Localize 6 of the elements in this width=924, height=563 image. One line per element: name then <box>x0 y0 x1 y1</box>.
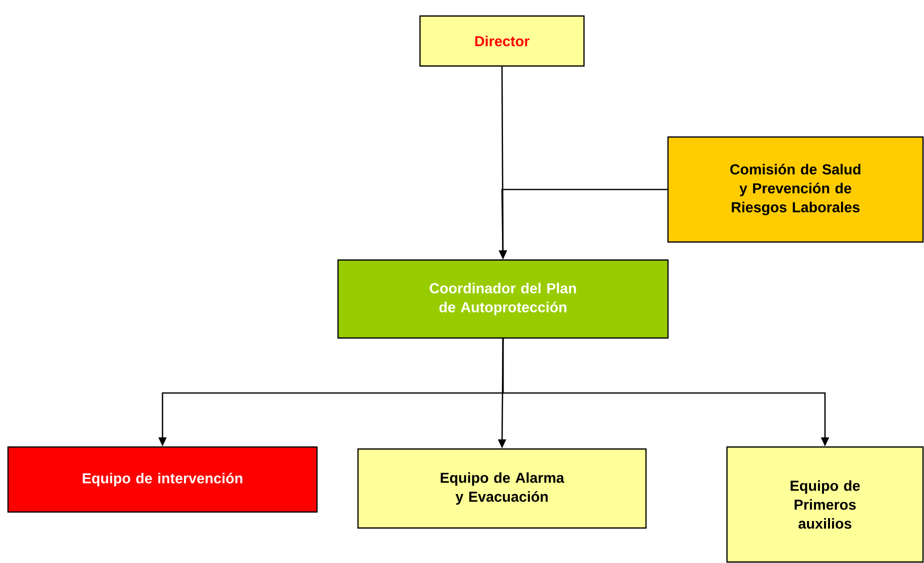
coordinator-box: Coordinador del Plan de Autoprotección <box>337 259 669 339</box>
title-box: Director <box>419 15 585 67</box>
team-box: Equipo de intervención <box>7 446 318 513</box>
team-box: Equipo de Alarma y Evacuación <box>357 448 647 529</box>
team-box: Equipo de Primeros auxilios <box>726 446 924 563</box>
committee-box: Comisión de Salud y Prevención de Riesgos Laborales <box>667 136 924 243</box>
